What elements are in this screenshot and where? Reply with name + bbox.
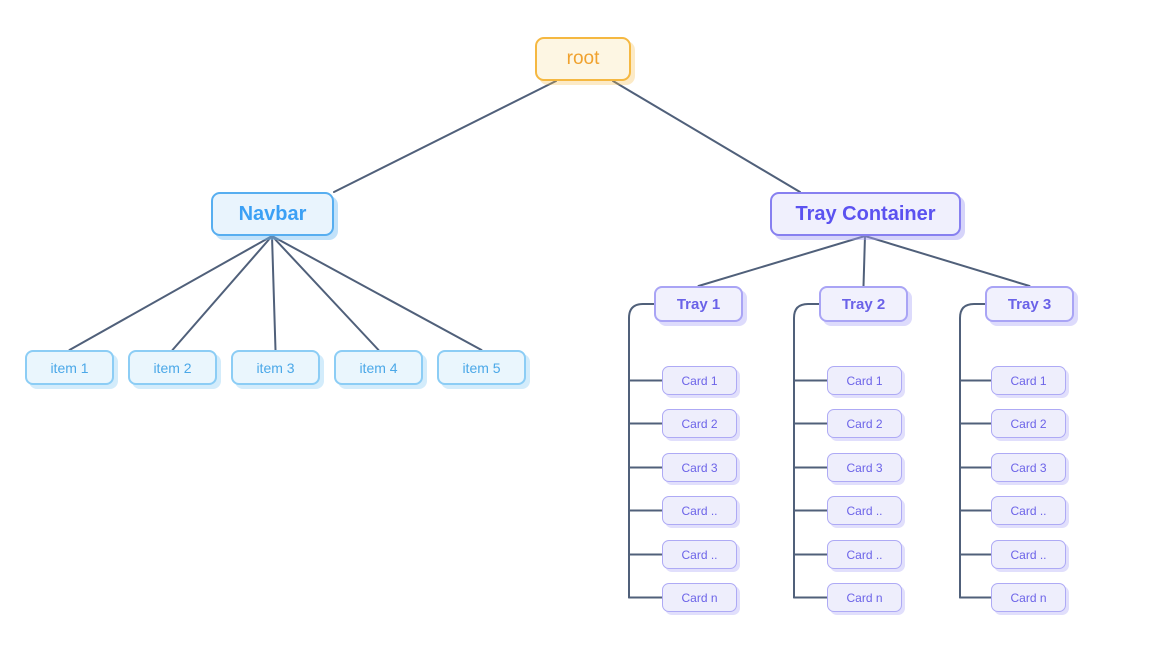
node-tray-2-card-1-label: Card 1 bbox=[846, 373, 883, 388]
node-root[interactable]: root bbox=[535, 37, 631, 81]
node-tray-3-card-3[interactable]: Card 3 bbox=[991, 453, 1066, 482]
node-tray-2-card-6[interactable]: Card n bbox=[827, 583, 902, 612]
node-tray-2-card-3-label: Card 3 bbox=[846, 460, 883, 475]
node-root-label: root bbox=[566, 48, 600, 69]
node-tray-2-card-2[interactable]: Card 2 bbox=[827, 409, 902, 438]
node-tray-3-label: Tray 3 bbox=[1007, 295, 1052, 313]
node-tray-1-card-6-label: Card n bbox=[681, 590, 718, 605]
node-tray-3-card-6-label: Card n bbox=[1010, 590, 1047, 605]
edge-navbar-item-2 bbox=[171, 235, 273, 351]
node-tray-3-card-1-label: Card 1 bbox=[1010, 373, 1047, 388]
node-tray-container-label: Tray Container bbox=[795, 202, 936, 225]
edge-navbar-item-3 bbox=[271, 235, 277, 351]
node-item-1-label: item 1 bbox=[50, 359, 89, 376]
node-tray-1-card-3[interactable]: Card 3 bbox=[662, 453, 737, 482]
node-tray-3-card-5-label: Card .. bbox=[1010, 547, 1047, 562]
node-tray-2-card-3[interactable]: Card 3 bbox=[827, 453, 902, 482]
node-item-4-label: item 4 bbox=[359, 359, 398, 376]
node-tray-1[interactable]: Tray 1 bbox=[654, 286, 743, 322]
node-item-5[interactable]: item 5 bbox=[437, 350, 526, 385]
node-tray-2[interactable]: Tray 2 bbox=[819, 286, 908, 322]
node-tray-2-card-5[interactable]: Card .. bbox=[827, 540, 902, 569]
node-tray-2-card-2-label: Card 2 bbox=[846, 416, 883, 431]
node-tray-2-card-5-label: Card .. bbox=[846, 547, 883, 562]
node-tray-3-card-5[interactable]: Card .. bbox=[991, 540, 1066, 569]
edge-root-tray-container bbox=[612, 80, 801, 193]
edge-tray-container-tray-2 bbox=[862, 235, 866, 287]
node-tray-1-label: Tray 1 bbox=[676, 295, 721, 313]
node-tray-1-card-4[interactable]: Card .. bbox=[662, 496, 737, 525]
node-tray-1-card-5[interactable]: Card .. bbox=[662, 540, 737, 569]
node-tray-3-card-6[interactable]: Card n bbox=[991, 583, 1066, 612]
node-navbar[interactable]: Navbar bbox=[211, 192, 334, 236]
node-tray-2-card-4[interactable]: Card .. bbox=[827, 496, 902, 525]
edge-navbar-item-5 bbox=[271, 235, 483, 351]
node-tray-2-label: Tray 2 bbox=[841, 295, 886, 313]
node-tray-1-card-2[interactable]: Card 2 bbox=[662, 409, 737, 438]
node-navbar-label: Navbar bbox=[238, 202, 307, 225]
node-item-5-label: item 5 bbox=[462, 359, 501, 376]
node-tray-3-card-2-label: Card 2 bbox=[1010, 416, 1047, 431]
edge-navbar-item-4 bbox=[271, 235, 380, 351]
edge-tray-container-tray-1 bbox=[697, 235, 866, 287]
node-tray-3-card-3-label: Card 3 bbox=[1010, 460, 1047, 475]
node-tray-container[interactable]: Tray Container bbox=[770, 192, 961, 236]
node-tray-1-card-6[interactable]: Card n bbox=[662, 583, 737, 612]
node-tray-1-card-2-label: Card 2 bbox=[681, 416, 718, 431]
edge-navbar-item-1 bbox=[68, 235, 273, 351]
node-tray-3-card-2[interactable]: Card 2 bbox=[991, 409, 1066, 438]
node-item-1[interactable]: item 1 bbox=[25, 350, 114, 385]
edge-tray-1-trunk bbox=[628, 303, 655, 599]
edge-tray-3-trunk bbox=[959, 303, 986, 599]
node-item-3-label: item 3 bbox=[256, 359, 295, 376]
edge-tray-2-trunk bbox=[793, 303, 820, 599]
node-item-2[interactable]: item 2 bbox=[128, 350, 217, 385]
node-tray-3-card-4[interactable]: Card .. bbox=[991, 496, 1066, 525]
node-tray-1-card-1-label: Card 1 bbox=[681, 373, 718, 388]
node-item-3[interactable]: item 3 bbox=[231, 350, 320, 385]
node-tray-2-card-4-label: Card .. bbox=[846, 503, 883, 518]
node-tray-1-card-4-label: Card .. bbox=[681, 503, 718, 518]
node-tray-2-card-6-label: Card n bbox=[846, 590, 883, 605]
node-item-4[interactable]: item 4 bbox=[334, 350, 423, 385]
node-tray-1-card-3-label: Card 3 bbox=[681, 460, 718, 475]
edge-tray-container-tray-3 bbox=[864, 235, 1031, 287]
node-tray-3-card-1[interactable]: Card 1 bbox=[991, 366, 1066, 395]
node-item-2-label: item 2 bbox=[153, 359, 192, 376]
node-tray-1-card-1[interactable]: Card 1 bbox=[662, 366, 737, 395]
node-tray-2-card-1[interactable]: Card 1 bbox=[827, 366, 902, 395]
node-tray-3-card-4-label: Card .. bbox=[1010, 503, 1047, 518]
node-tray-3[interactable]: Tray 3 bbox=[985, 286, 1074, 322]
edge-root-navbar bbox=[333, 80, 557, 193]
node-tray-1-card-5-label: Card .. bbox=[681, 547, 718, 562]
